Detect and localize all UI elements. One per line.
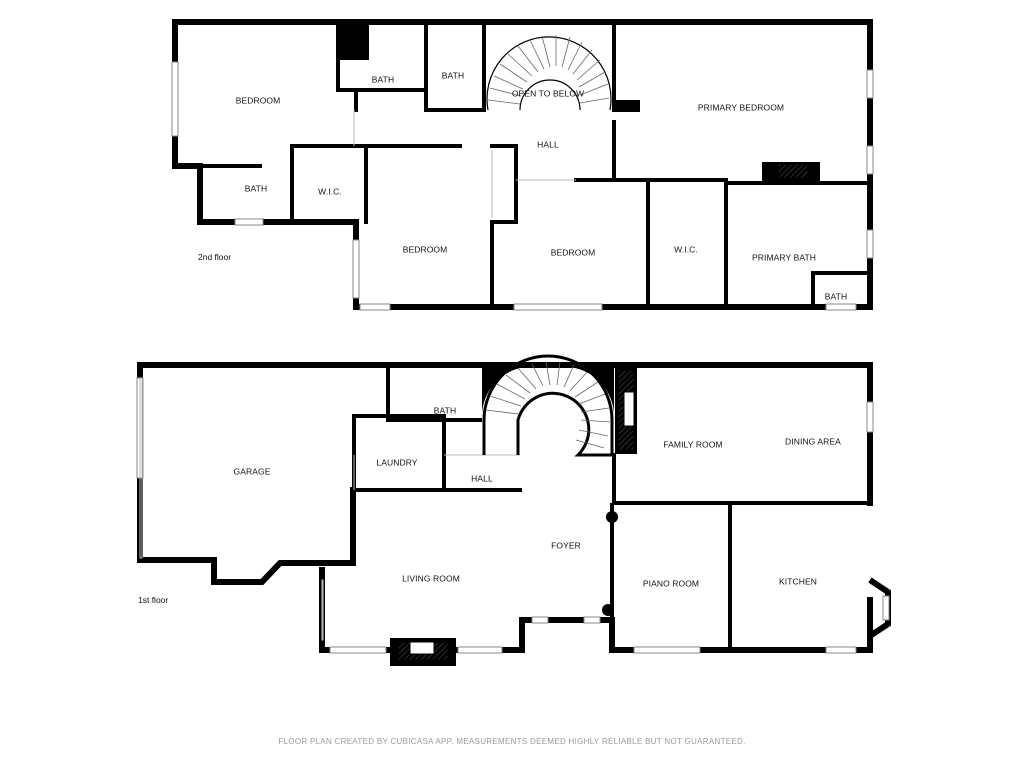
second-floor-stair (486, 35, 612, 111)
room-label-primary-bath: PRIMARY BATH (752, 252, 816, 262)
room-label-bedroom-nw: BEDROOM (236, 95, 281, 105)
room-label-wic-b: W.I.C. (674, 244, 698, 254)
room-label-bedroom-south: BEDROOM (551, 247, 596, 257)
room-label-piano-room: PIANO ROOM (643, 578, 699, 588)
footer-disclaimer: FLOOR PLAN CREATED BY CUBICASA APP. MEAS… (278, 737, 746, 746)
room-label-hall-2f: HALL (537, 139, 559, 149)
room-label-wic-a: W.I.C. (318, 186, 342, 196)
room-label-bath-1f: BATH (434, 405, 456, 415)
room-label-bath-d: BATH (825, 291, 847, 301)
room-label-family-room: FAMILY ROOM (663, 439, 722, 449)
floor-label-2nd: 2nd floor (198, 252, 231, 262)
second-floor-plan: BEDROOM BATH BATH OPEN TO BELOW PRIMARY … (171, 19, 874, 311)
room-label-laundry: LAUNDRY (376, 457, 417, 467)
room-label-open-to-below: OPEN TO BELOW (512, 88, 584, 98)
room-label-hall-1f: HALL (471, 473, 493, 483)
room-label-dining-area: DINING AREA (785, 436, 841, 446)
room-label-bath-c: BATH (245, 183, 267, 193)
room-label-primary-bedroom: PRIMARY BEDROOM (698, 102, 784, 112)
room-label-bedroom-mid: BEDROOM (403, 244, 448, 254)
room-label-garage: GARAGE (234, 466, 271, 476)
room-label-living-room: LIVING ROOM (402, 573, 460, 583)
room-label-bath-b: BATH (442, 70, 464, 80)
floor-label-1st: 1st floor (138, 595, 168, 605)
room-label-bath-a: BATH (372, 74, 394, 84)
room-label-foyer: FOYER (551, 540, 581, 550)
first-floor-plan: GARAGE BATH LAUNDRY HALL FAMILY ROOM DIN… (136, 354, 891, 666)
first-floor-stair (481, 354, 615, 457)
room-label-kitchen: KITCHEN (779, 576, 817, 586)
